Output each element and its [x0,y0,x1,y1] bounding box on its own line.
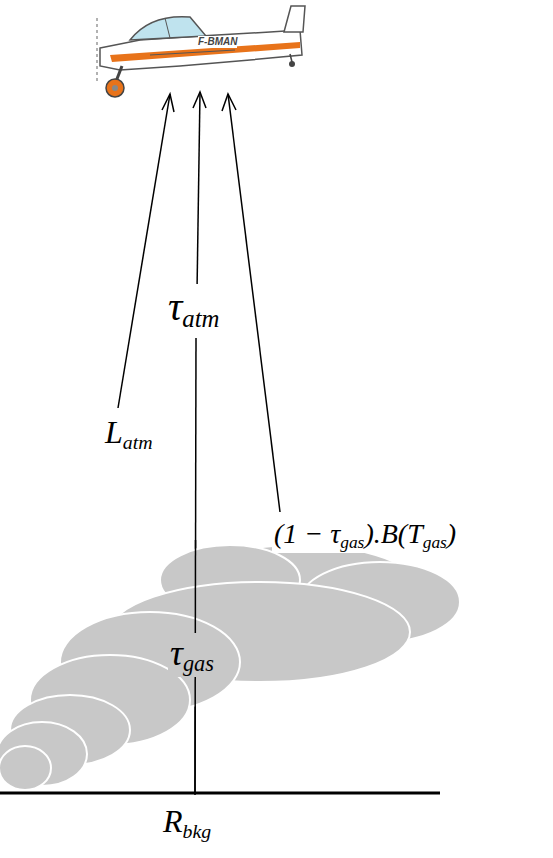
ground-line [0,792,440,795]
subscript: atm [123,431,153,453]
registration-mark: F-BMAN [198,36,237,48]
transmittance-label: τgas [168,633,216,677]
subscript: atm [182,305,219,332]
atmosphere-radiance: Latm [103,414,155,453]
airplane-illustration [97,6,305,97]
subscript: bkg [183,820,212,842]
subscript: gas [340,533,364,552]
cloud-shape [0,540,470,795]
background-radiance: Rbkg [161,803,213,842]
subscript: gas [183,651,214,676]
gas-emission: (1 − τgas).B(Tgas) [272,518,458,553]
atmosphere-transmittance: τatm [166,284,222,333]
subscript: gas [423,533,447,552]
gas-cloud: τgas [0,540,470,795]
